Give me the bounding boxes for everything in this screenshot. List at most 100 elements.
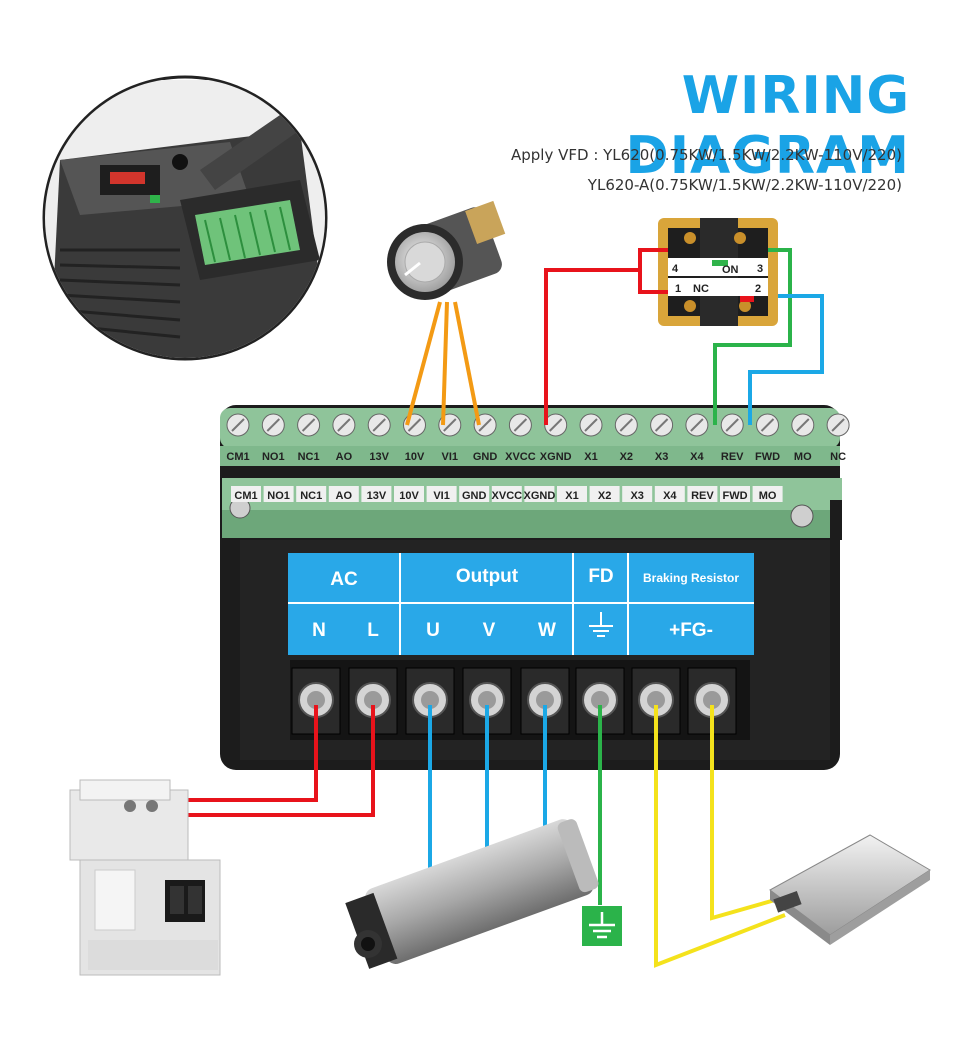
control-terminal-label-lower: X3 (630, 490, 643, 502)
control-terminal-label: NC1 (298, 451, 320, 463)
apply-vfd-line: Apply VFD : YL620(0.75KW/1.5KW/2.2KW-110… (511, 146, 902, 164)
power-screw-head (478, 691, 496, 709)
switch-label-4: 4 (672, 263, 679, 275)
switch-label-nc: NC (693, 283, 709, 295)
switch-label-1: 1 (675, 283, 681, 295)
control-terminal-label-lower: MO (759, 490, 777, 502)
screw-slot (725, 418, 739, 432)
control-terminal-label: 13V (369, 451, 389, 463)
blue-fwd-wire (748, 294, 824, 425)
switch-label-on: ON (722, 264, 739, 276)
screw-slot (796, 418, 810, 432)
control-terminal-label: X4 (690, 451, 704, 463)
control-terminal-label-bg (328, 486, 359, 502)
power-screw-head (647, 691, 665, 709)
red-ac-wire-n (150, 705, 318, 802)
terminal-fg: +FG- (669, 620, 713, 641)
control-terminal-label-bg (361, 486, 392, 502)
braking-resistor (769, 834, 931, 945)
control-terminal-label-bg (231, 486, 261, 502)
apply-vfd-line-2: YL620-A(0.75KW/1.5KW/2.2KW-110V/220) (587, 176, 902, 194)
control-terminal-label-lower: GND (462, 490, 487, 502)
control-terminal-label: XGND (540, 451, 572, 463)
power-screw-head (307, 691, 325, 709)
page-title: WIRING DIAGRAM (625, 66, 910, 186)
control-terminal-label-lower: 13V (367, 490, 387, 502)
screw-slot (760, 418, 775, 432)
control-terminal-label-bg (524, 486, 555, 502)
screw-slot (231, 418, 245, 432)
circuit-breaker (69, 779, 221, 976)
terminal-w: W (538, 620, 556, 641)
control-terminal-label-lower: X1 (565, 490, 578, 502)
control-terminal-label-bg (557, 486, 587, 502)
green-rev-wire (713, 248, 792, 425)
control-terminal-label-bg (296, 486, 327, 502)
yellow-brake-wire-1 (654, 705, 786, 968)
screw-slot (548, 418, 563, 432)
screw-slot (301, 418, 316, 432)
screw-slot (372, 418, 386, 432)
control-terminal-label: MO (794, 451, 812, 463)
control-terminal-label-bg (720, 486, 750, 502)
control-terminal-label: REV (721, 451, 744, 463)
control-terminal-label-lower: XVCC (492, 490, 523, 502)
orange-wires (405, 301, 481, 426)
control-terminal-label-lower: 10V (399, 490, 419, 502)
switch-label-2: 2 (755, 283, 761, 295)
control-terminal-label: X2 (620, 451, 633, 463)
control-terminal-label-lower: NC1 (300, 490, 322, 502)
yellow-brake-wire-2 (710, 705, 776, 921)
control-terminal-label-lower: REV (691, 490, 714, 502)
red-control-wire-branch (638, 270, 668, 294)
control-terminal-label-lower: X4 (663, 490, 677, 502)
control-terminal-label: VI1 (442, 451, 459, 463)
control-terminal-label: NO1 (262, 451, 285, 463)
power-screw-head (703, 691, 721, 709)
terminal-u: U (426, 620, 440, 641)
control-terminal-label: X1 (584, 451, 597, 463)
control-terminal-label: FWD (755, 451, 780, 463)
control-terminal-label-lower: AO (336, 490, 353, 502)
red-ac-wire-l (150, 705, 375, 817)
switch-label-3: 3 (757, 263, 763, 275)
vfd-photo (42, 75, 328, 361)
terminal-n: N (312, 620, 326, 641)
control-terminal-label-bg (752, 486, 783, 502)
control-terminal-label: AO (336, 451, 353, 463)
control-terminal-label-lower: VI1 (433, 490, 450, 502)
screw-slot (584, 418, 598, 432)
power-group-ac: AC (330, 569, 358, 590)
screw-slot (513, 418, 528, 432)
control-terminal-label-lower: FWD (722, 490, 747, 502)
power-group-output: Output (456, 566, 519, 587)
control-terminal-label: XVCC (505, 451, 536, 463)
control-terminal-label: NC (830, 451, 846, 463)
screw-slot (654, 418, 669, 432)
control-terminal-label-bg (654, 486, 685, 502)
power-screw-head (364, 691, 382, 709)
control-terminal-label-bg (394, 486, 424, 502)
power-screw-head (421, 691, 439, 709)
screw-slot (407, 418, 422, 432)
potentiometer (387, 200, 506, 300)
control-terminal-label-bg (491, 486, 522, 502)
control-terminal-label: CM1 (226, 451, 249, 463)
control-terminal-label-bg (687, 486, 718, 502)
pushbutton-switch: 4 ON 3 1 NC 2 (658, 218, 778, 326)
control-terminal-label-lower: NO1 (267, 490, 290, 502)
power-group-fd: FD (588, 566, 613, 587)
control-terminal-label-lower: CM1 (234, 490, 257, 502)
control-terminal-label-lower: XGND (524, 490, 556, 502)
control-terminal-label-bg (589, 486, 620, 502)
control-terminal-label: X3 (655, 451, 668, 463)
control-terminal-label: 10V (405, 451, 425, 463)
terminal-l: L (367, 620, 379, 641)
ground-box-icon (582, 906, 622, 946)
screw-slot (266, 418, 281, 432)
power-screw-head (536, 691, 554, 709)
spindle-motor (345, 819, 599, 969)
ground-icon (589, 612, 613, 637)
